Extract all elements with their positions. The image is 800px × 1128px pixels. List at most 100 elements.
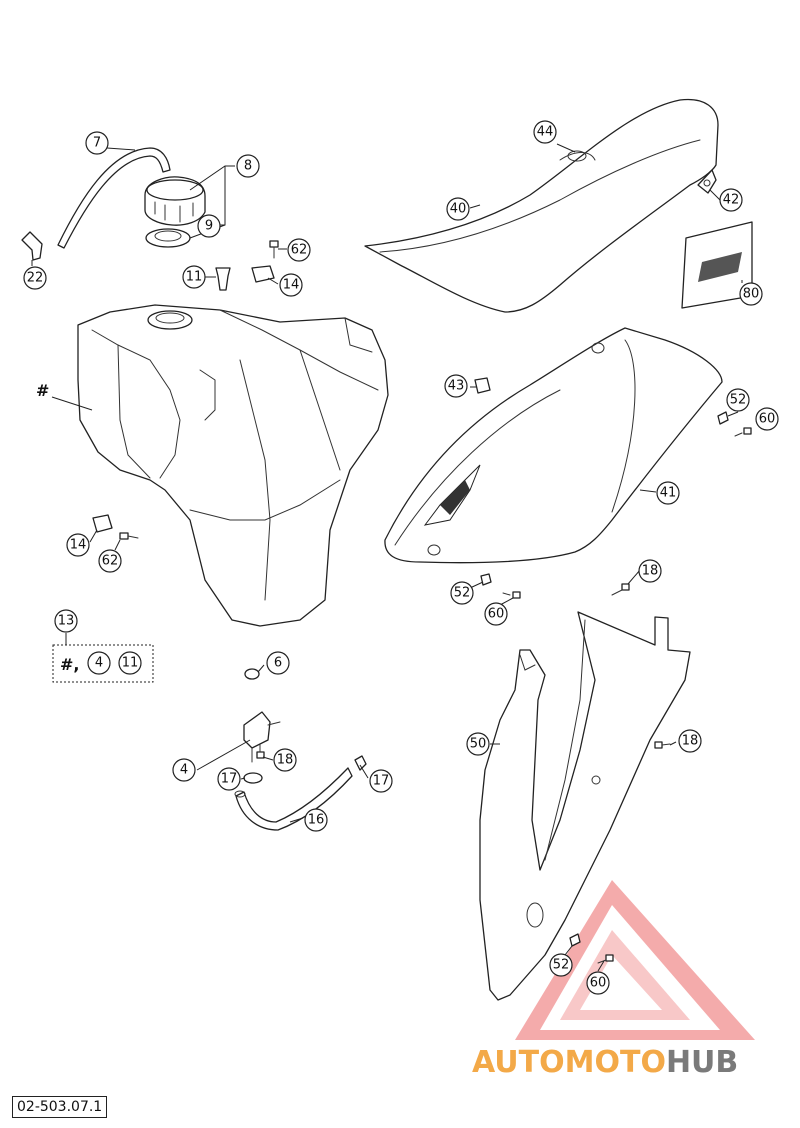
svg-text:16: 16 bbox=[308, 813, 325, 828]
svg-text:50: 50 bbox=[470, 737, 487, 752]
kit-box: #, 4 11 bbox=[52, 644, 154, 683]
spacer-lower bbox=[92, 514, 113, 533]
fuel-tap bbox=[243, 711, 281, 763]
side-cover-screw-lower bbox=[502, 591, 521, 599]
callout-22: 22 bbox=[23, 266, 47, 290]
callout-4: 4 bbox=[172, 758, 196, 782]
diagram-code-label: 02-503.07.1 bbox=[12, 1096, 108, 1118]
svg-text:43: 43 bbox=[448, 379, 465, 394]
callout-80: 80 bbox=[739, 282, 763, 306]
svg-text:80: 80 bbox=[743, 287, 760, 302]
hose-clamp-right bbox=[354, 755, 367, 771]
side-cover-screw-upper bbox=[734, 427, 752, 437]
svg-text:14: 14 bbox=[70, 538, 87, 553]
svg-text:9: 9 bbox=[205, 219, 213, 234]
callout-17-left: 17 bbox=[217, 767, 241, 791]
watermark-text: AUTOMOTOHUB bbox=[472, 1046, 738, 1080]
callout-7: 7 bbox=[85, 131, 109, 155]
callout-16: 16 bbox=[304, 808, 328, 832]
watermark-logo bbox=[515, 880, 755, 1040]
svg-text:17: 17 bbox=[373, 774, 390, 789]
spoiler-screw-mid bbox=[654, 741, 671, 749]
callout-60-lower: 60 bbox=[586, 971, 610, 995]
seat-bracket bbox=[697, 169, 717, 194]
fuel-tank bbox=[77, 304, 389, 627]
svg-text:41: 41 bbox=[660, 486, 677, 501]
svg-text:18: 18 bbox=[642, 564, 659, 579]
radiator-spoiler bbox=[479, 611, 691, 1001]
callout-13: 13 bbox=[54, 609, 78, 633]
svg-text:18: 18 bbox=[277, 753, 294, 768]
callout-60-upper: 60 bbox=[755, 407, 779, 431]
svg-text:52: 52 bbox=[454, 586, 471, 601]
svg-text:4: 4 bbox=[180, 763, 188, 778]
svg-text:18: 18 bbox=[682, 734, 699, 749]
elbow-fitting bbox=[21, 231, 43, 261]
side-cover-nut-lower bbox=[480, 573, 492, 586]
svg-text:22: 22 bbox=[27, 271, 44, 286]
callout-9: 9 bbox=[197, 214, 221, 238]
fuel-tap-screw bbox=[256, 744, 265, 759]
svg-text:52: 52 bbox=[730, 393, 747, 408]
side-cover-nut-upper bbox=[717, 411, 729, 425]
callout-44: 44 bbox=[533, 120, 557, 144]
callout-62-lower: 62 bbox=[98, 549, 122, 573]
callout-42: 42 bbox=[719, 188, 743, 212]
fuel-cap-seal bbox=[145, 228, 191, 248]
callout-52-mid: 52 bbox=[450, 581, 474, 605]
kit-box-hash: #, bbox=[60, 655, 79, 674]
callout-40: 40 bbox=[446, 197, 470, 221]
callout-14-lower: 14 bbox=[66, 533, 90, 557]
callout-11-top: 11 bbox=[182, 265, 206, 289]
svg-text:62: 62 bbox=[102, 554, 119, 569]
svg-text:6: 6 bbox=[274, 656, 282, 671]
svg-text:52: 52 bbox=[553, 958, 570, 973]
svg-text:7: 7 bbox=[93, 136, 101, 151]
spoiler-screw-top bbox=[611, 583, 630, 596]
svg-text:44: 44 bbox=[537, 125, 554, 140]
tank-decal bbox=[681, 221, 753, 309]
svg-text:13: 13 bbox=[58, 614, 75, 629]
rubber-bushing-top bbox=[215, 267, 231, 291]
svg-text:60: 60 bbox=[590, 976, 607, 991]
tank-hash-label: # bbox=[36, 381, 49, 400]
callout-18-top: 18 bbox=[638, 559, 662, 583]
fuel-cap bbox=[144, 176, 206, 226]
svg-text:11: 11 bbox=[186, 270, 203, 285]
svg-text:8: 8 bbox=[244, 159, 252, 174]
callout-18-spoiler: 18 bbox=[678, 729, 702, 753]
svg-text:14: 14 bbox=[283, 278, 300, 293]
callout-14-top: 14 bbox=[279, 273, 303, 297]
tank-screw-lower bbox=[119, 532, 139, 540]
callout-50: 50 bbox=[466, 732, 490, 756]
callout-6: 6 bbox=[266, 651, 290, 675]
kit-box-item-4: 4 bbox=[95, 656, 103, 671]
callout-43: 43 bbox=[444, 374, 468, 398]
watermark-text-part-a: AUTOMOTO bbox=[472, 1045, 666, 1080]
side-cover bbox=[384, 327, 723, 564]
callout-8: 8 bbox=[236, 154, 260, 178]
spoiler-screw-bottom bbox=[597, 954, 614, 964]
tank-screw-top bbox=[269, 240, 279, 259]
svg-text:17: 17 bbox=[221, 772, 238, 787]
kit-box-item-11: 11 bbox=[122, 656, 139, 671]
watermark-text-part-b: HUB bbox=[665, 1045, 739, 1080]
callout-60-mid: 60 bbox=[484, 602, 508, 626]
callout-52-lower: 52 bbox=[549, 953, 573, 977]
callout-17-right: 17 bbox=[369, 769, 393, 793]
callout-52-upper: 52 bbox=[726, 388, 750, 412]
svg-text:40: 40 bbox=[450, 202, 467, 217]
svg-text:62: 62 bbox=[291, 243, 308, 258]
leader-lines bbox=[31, 143, 743, 972]
fuel-hose bbox=[234, 767, 353, 831]
fuel-tap-filter bbox=[244, 668, 260, 680]
grommet bbox=[474, 377, 491, 394]
svg-text:42: 42 bbox=[723, 193, 740, 208]
svg-text:60: 60 bbox=[488, 607, 505, 622]
svg-text:60: 60 bbox=[759, 412, 776, 427]
callout-41: 41 bbox=[656, 481, 680, 505]
hose-clamp-left bbox=[243, 772, 263, 784]
callout-62-top: 62 bbox=[287, 238, 311, 262]
spoiler-nut bbox=[569, 933, 581, 947]
